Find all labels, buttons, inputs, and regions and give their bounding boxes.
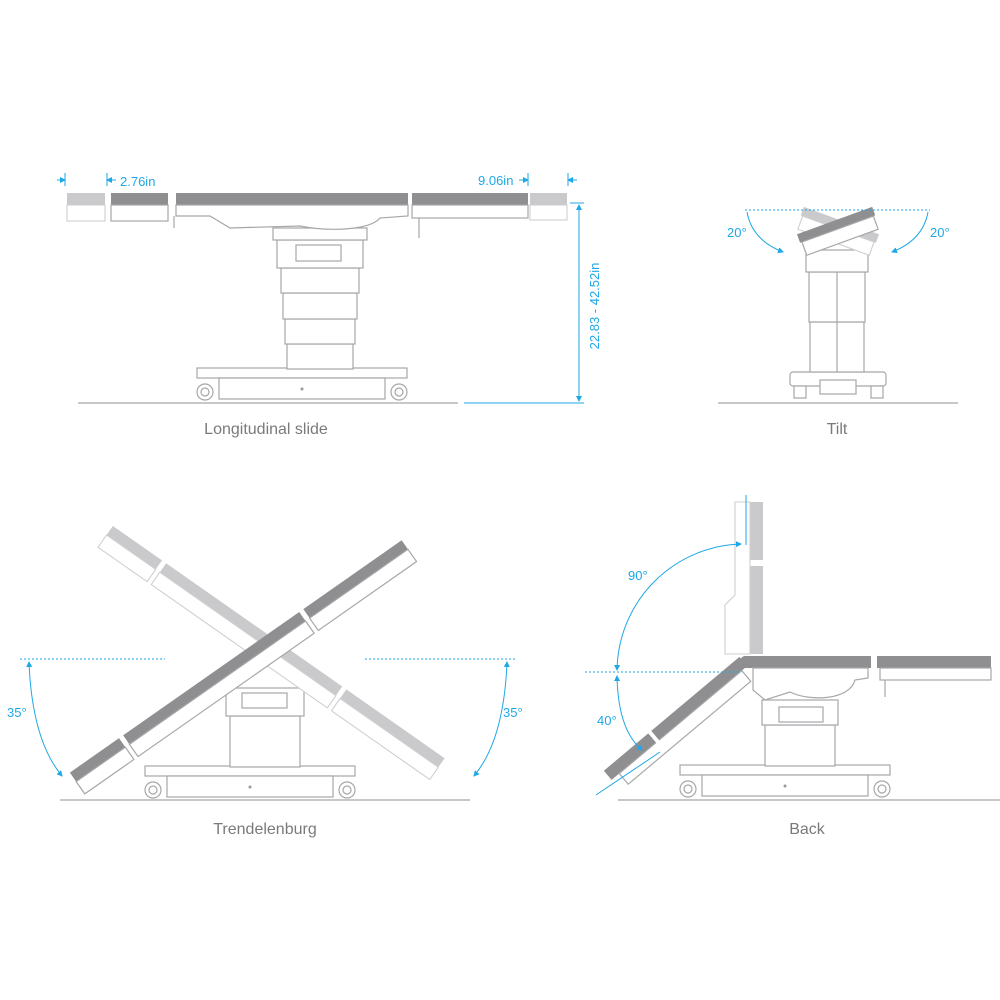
angle-label-40: 40° <box>597 713 617 728</box>
angle-label-left: 20° <box>727 225 747 240</box>
angle-label-right: 35° <box>503 705 523 720</box>
table-column <box>272 227 368 370</box>
seat-section <box>730 656 992 701</box>
dimension-left: 2.76in <box>57 173 155 189</box>
caption-trendelenburg: Trendelenburg <box>213 821 316 838</box>
tabletop-tilt-left <box>796 206 879 256</box>
angle-label-90: 90° <box>628 568 648 583</box>
tabletop-reverse-trendelenburg <box>97 525 445 781</box>
table-base <box>144 765 356 799</box>
panel-trendelenburg: 35° 35° Trendelenburg <box>7 525 523 838</box>
caption-longitudinal-slide: Longitudinal slide <box>204 421 328 438</box>
angle-label-left: 35° <box>7 705 27 720</box>
tabletop-trendelenburg <box>69 540 418 795</box>
dimension-label-right: 9.06in <box>478 173 513 188</box>
angle-arc-40 <box>614 675 643 751</box>
angle-label-right: 20° <box>930 225 950 240</box>
angle-arc-left <box>26 661 63 777</box>
panel-back: 90° 40° Back <box>585 495 1000 838</box>
angle-arc-right <box>891 211 929 253</box>
caption-tilt: Tilt <box>827 421 848 438</box>
angled-reference-line <box>595 751 661 796</box>
tabletop <box>66 193 568 238</box>
table-base <box>679 764 891 798</box>
backrest-raised <box>724 501 763 655</box>
dimension-right: 9.06in <box>478 173 577 188</box>
angle-arc-90 <box>614 541 742 671</box>
angle-arc-left <box>746 211 784 253</box>
table-column <box>761 699 839 767</box>
table-column <box>225 687 305 768</box>
angle-arc-right <box>473 661 510 777</box>
table-base <box>196 367 408 401</box>
dimension-height: 22.83 - 42.52in <box>464 202 602 404</box>
dimension-label-height: 22.83 - 42.52in <box>587 263 602 350</box>
table-column-front <box>805 249 869 373</box>
dimension-label-left: 2.76in <box>120 174 155 189</box>
panel-longitudinal-slide: 2.76in 9.06in 22.83 - 42.52in Longitudin… <box>57 173 602 438</box>
table-base-front <box>789 371 887 399</box>
panel-tilt: 20° 20° Tilt <box>718 206 958 438</box>
caption-back: Back <box>789 821 826 838</box>
